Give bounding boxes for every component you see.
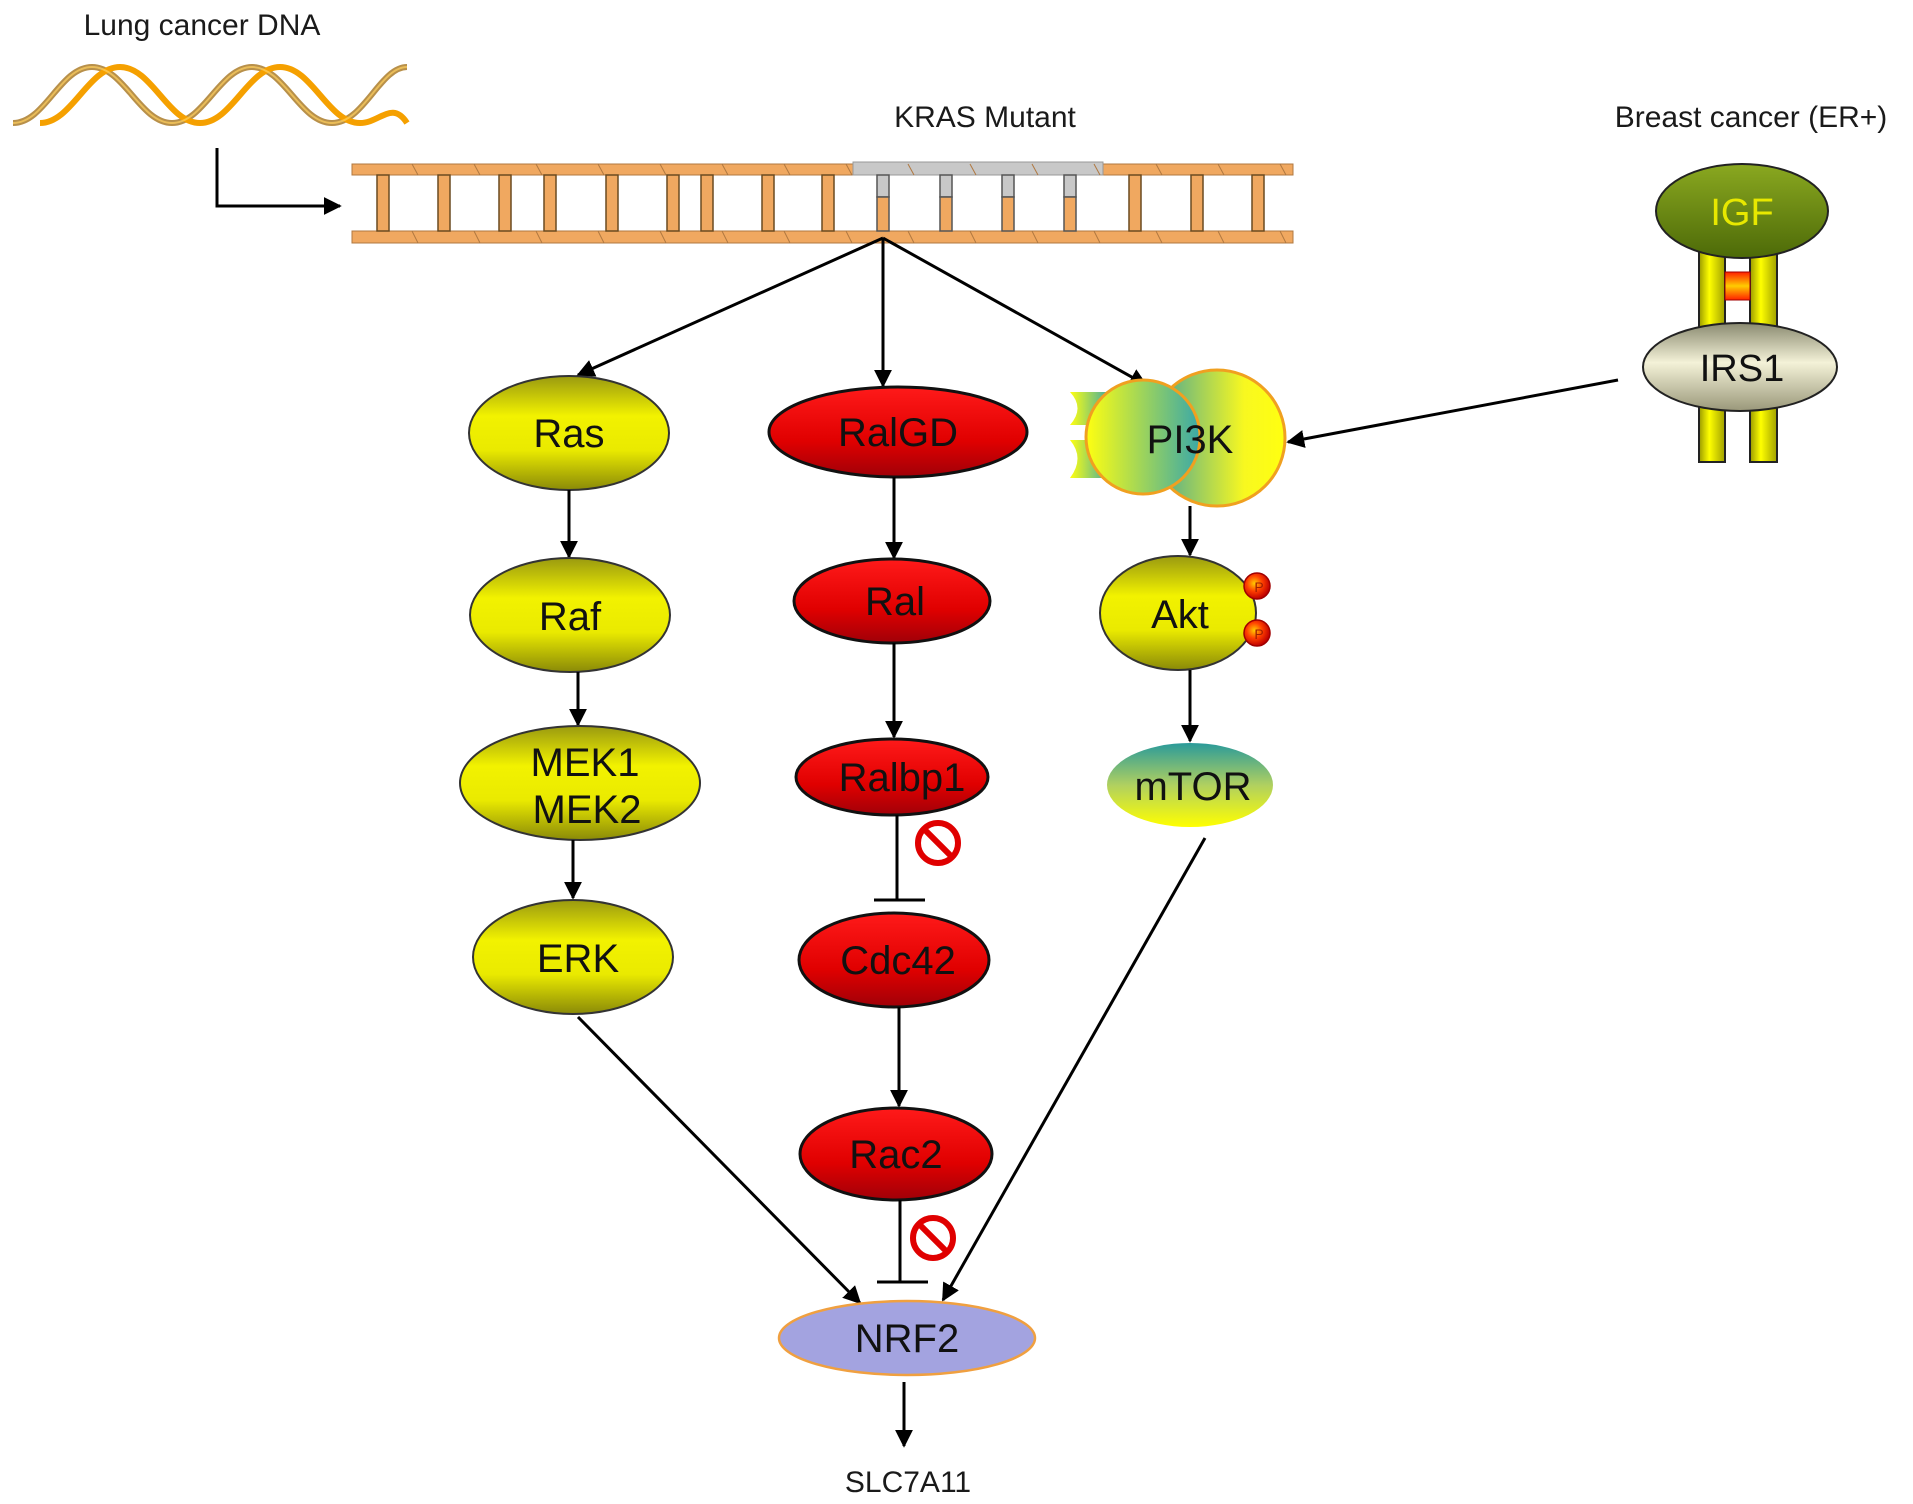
node-ralgd: RalGD xyxy=(767,385,1029,479)
node-label: NRF2 xyxy=(855,1317,959,1361)
node-erk: ERK xyxy=(472,899,674,1015)
ladder-rung xyxy=(376,174,390,232)
ladder-rung xyxy=(543,174,557,232)
mutant-rung xyxy=(1063,196,1077,232)
node-nrf2: NRF2 xyxy=(777,1299,1037,1377)
ladder-rung xyxy=(761,174,775,232)
lung-cancer-dna-label: Lung cancer DNA xyxy=(84,9,321,42)
phosphate-icon: P xyxy=(1243,572,1271,600)
ladder-rung xyxy=(605,174,619,232)
node-label: MEK1 xyxy=(531,741,640,785)
ladder-rung xyxy=(1190,174,1204,232)
mutant-rung xyxy=(1001,174,1015,198)
node-ral: Ral xyxy=(792,557,992,645)
node-label: MEK2 xyxy=(533,788,642,832)
ladder-rail-bottom xyxy=(351,230,1294,244)
node-rac2: Rac2 xyxy=(798,1106,994,1202)
kras-gene-ladder-icon xyxy=(351,161,1294,244)
node-ras: Ras xyxy=(468,375,670,491)
ladder-rung xyxy=(1251,174,1265,232)
phosphate-icon: P xyxy=(1243,619,1271,647)
node-mek1-mek2: MEK1 MEK2 xyxy=(459,725,701,841)
breast-cancer-label: Breast cancer (ER+) xyxy=(1615,101,1888,134)
node-label: Rac2 xyxy=(849,1133,942,1177)
mutant-rung xyxy=(1001,196,1015,232)
prohibited-icon xyxy=(915,820,961,866)
ladder-rung xyxy=(1128,174,1142,232)
edge-kras-to-ras xyxy=(576,236,884,377)
node-label: mTOR xyxy=(1134,765,1251,809)
mutant-rung xyxy=(939,174,953,198)
edge-kras-to-pi3k xyxy=(882,236,1148,387)
edge-mtor-to-nrf2 xyxy=(941,837,1207,1302)
ladder-rung xyxy=(498,174,512,232)
node-label: RalGD xyxy=(838,411,958,455)
mutant-rung xyxy=(876,196,890,232)
phosphate-label: P xyxy=(1254,626,1263,642)
node-irs1: IRS1 xyxy=(1642,322,1838,412)
edge-irs1-to-pi3k xyxy=(1286,378,1619,448)
edge-erk-to-nrf2 xyxy=(576,1015,862,1305)
edge-rac2-inhibits-nrf2 xyxy=(877,1200,928,1284)
node-mtor: mTOR xyxy=(1107,743,1273,827)
ladder-rung xyxy=(821,174,835,232)
prohibited-icon xyxy=(910,1215,956,1261)
node-label: IRS1 xyxy=(1700,348,1784,390)
node-akt: Akt P P xyxy=(1099,555,1271,671)
mutant-rung xyxy=(939,196,953,232)
node-pi3k: PI3K xyxy=(1070,368,1287,508)
node-label: Raf xyxy=(539,595,602,639)
node-label: Ralbp1 xyxy=(839,756,966,800)
node-label: IGF xyxy=(1710,192,1773,234)
edge-ralbp1-inhibits-cdc42 xyxy=(874,815,925,902)
slc7a11-label: SLC7A11 xyxy=(845,1466,971,1499)
node-label: Ral xyxy=(865,580,925,624)
mutant-rung xyxy=(1063,174,1077,198)
node-label: ERK xyxy=(537,937,620,981)
phosphate-label: P xyxy=(1254,579,1263,595)
node-igf: IGF xyxy=(1655,163,1829,259)
ladder-rung xyxy=(666,174,680,232)
node-label: Cdc42 xyxy=(840,939,956,983)
edge-dna-to-kras xyxy=(215,148,342,215)
mutant-segment xyxy=(852,161,1104,176)
ladder-rung xyxy=(437,174,451,232)
node-label: Ras xyxy=(533,412,604,456)
node-raf: Raf xyxy=(469,557,671,673)
mutant-rung xyxy=(876,174,890,198)
ladder-rail-top xyxy=(351,163,1294,176)
node-ralbp1: Ralbp1 xyxy=(794,737,990,817)
dna-helix-icon xyxy=(12,63,410,127)
node-label: PI3K xyxy=(1147,418,1234,462)
binding-site-icon xyxy=(1724,271,1751,301)
ladder-rung xyxy=(700,174,714,232)
kras-mutant-label: KRAS Mutant xyxy=(894,101,1076,134)
node-label: Akt xyxy=(1151,593,1209,637)
node-cdc42: Cdc42 xyxy=(797,911,991,1009)
igf-receptor: IGF IRS1 xyxy=(1642,163,1838,463)
